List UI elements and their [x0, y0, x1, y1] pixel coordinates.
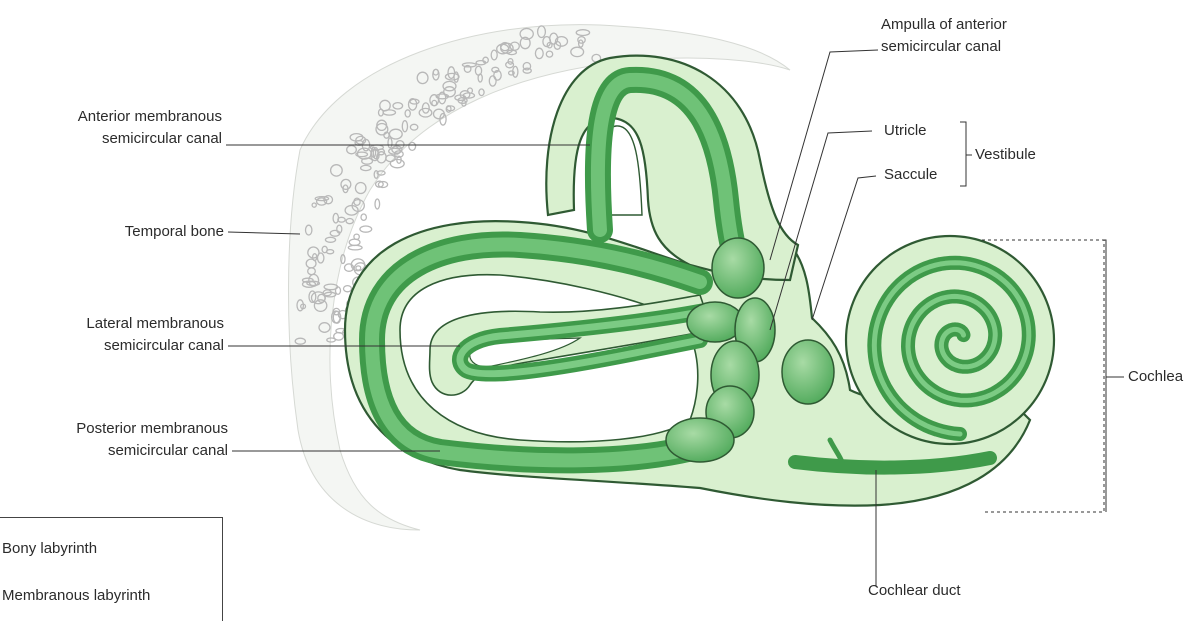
- saccule-label: Saccule: [884, 164, 937, 186]
- temporal-bone-label: Temporal bone: [0, 221, 224, 243]
- ampulla-posterior: [666, 418, 734, 462]
- posterior-canal-label: Posterior membranous semicircular canal: [0, 418, 228, 462]
- ampulla-anterior-label: Ampulla of anterior semicircular canal: [881, 14, 1007, 58]
- utricle-label: Utricle: [884, 120, 927, 142]
- ampulla-anterior: [712, 238, 764, 298]
- bone-pore: [375, 199, 380, 209]
- bone-pore: [361, 214, 366, 220]
- bone-pore: [360, 226, 372, 232]
- bone-pore: [409, 142, 416, 150]
- cochlea-label: Cochlea: [1128, 366, 1183, 388]
- lateral-canal-label: Lateral membranous semicircular canal: [0, 313, 224, 357]
- bone-pore: [349, 239, 360, 245]
- bone-pore: [356, 266, 361, 270]
- cochlear-duct-label: Cochlear duct: [868, 580, 961, 602]
- vestibule-label: Vestibule: [975, 144, 1036, 166]
- saccule-body: [782, 340, 834, 404]
- anterior-canal-label: Anterior membranous semicircular canal: [0, 106, 222, 150]
- legend-item-bony: Bony labyrinth: [2, 538, 97, 560]
- legend-item-membranous: Membranous labyrinth: [2, 585, 150, 607]
- bone-pore: [344, 286, 352, 292]
